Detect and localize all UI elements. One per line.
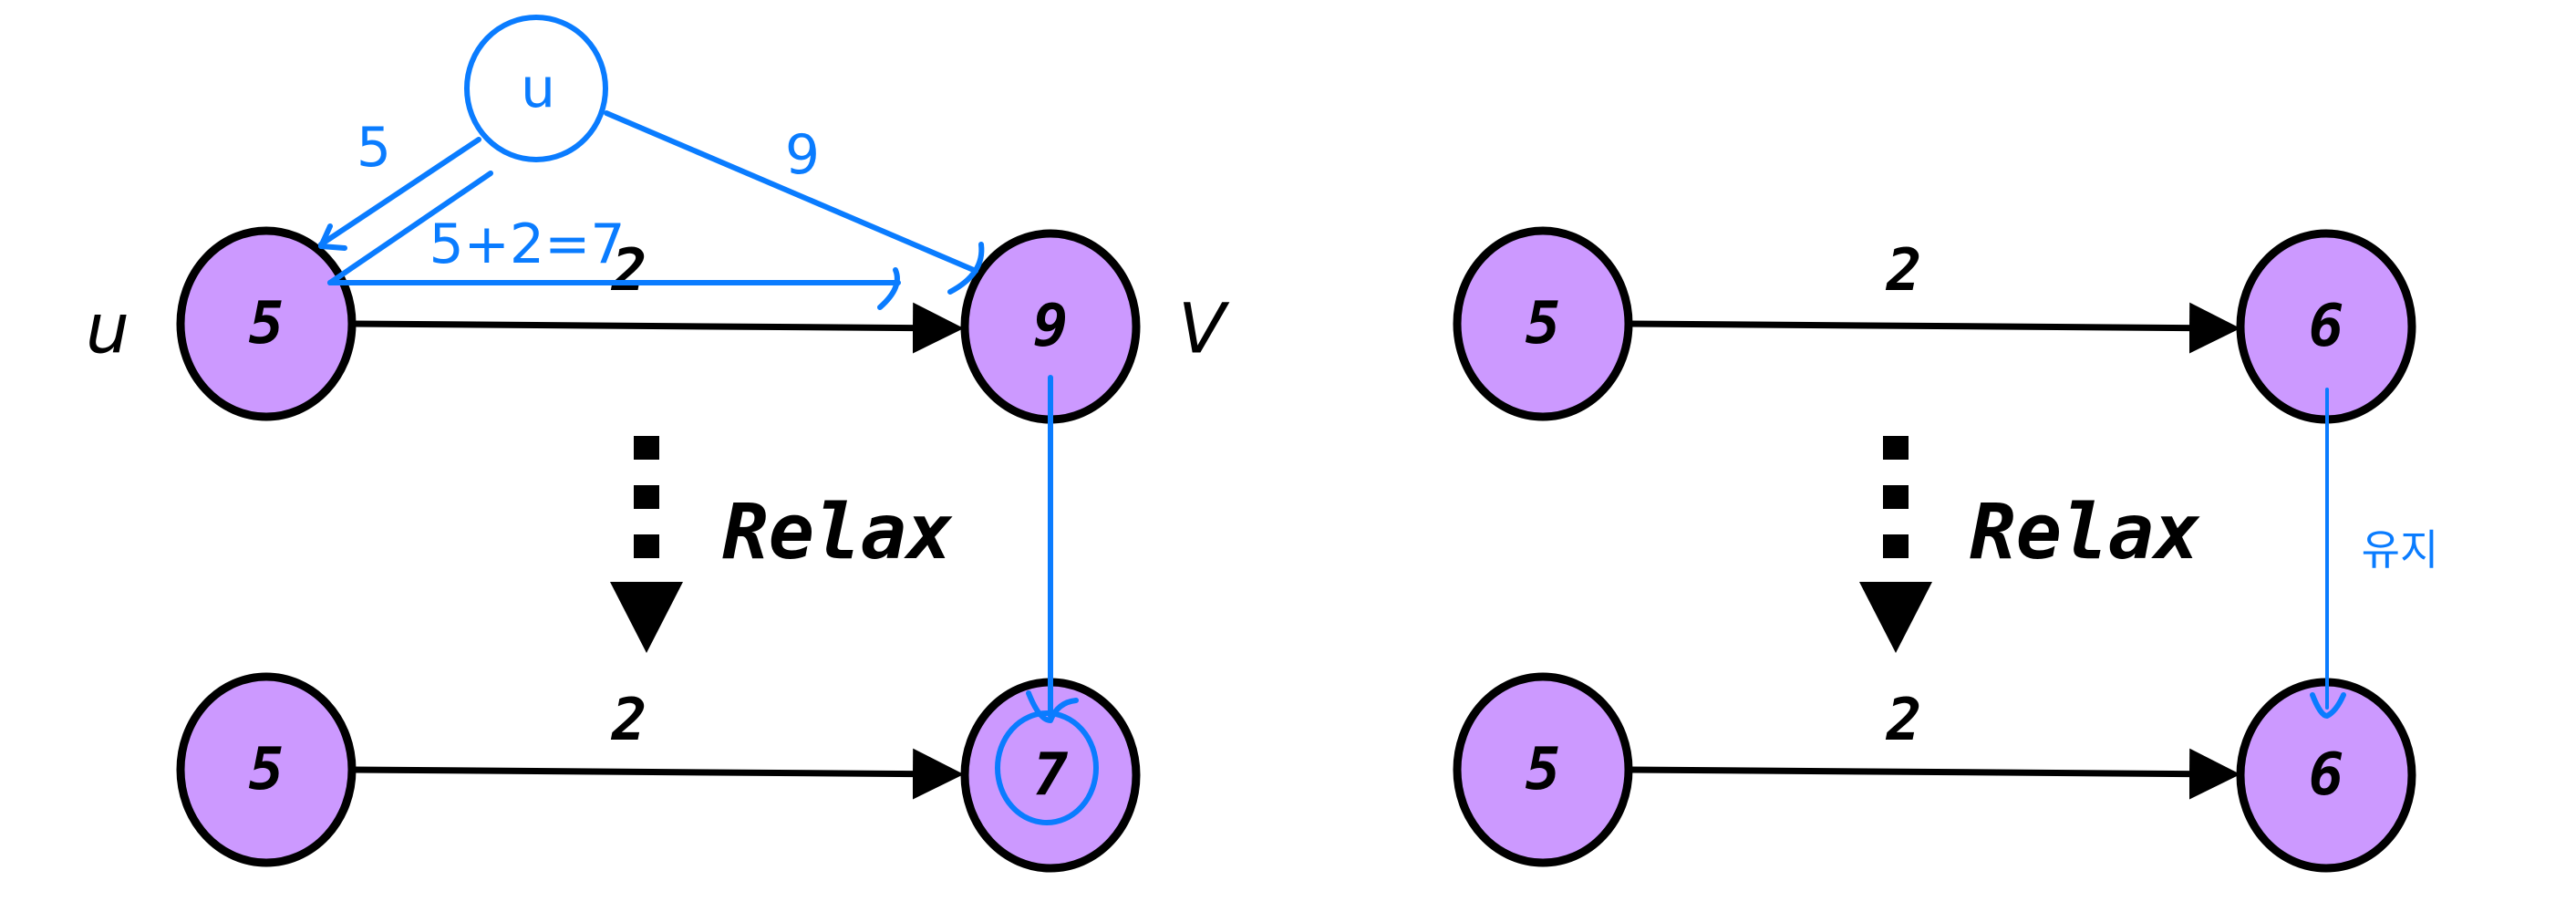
- keep-label: 유지: [2362, 525, 2439, 575]
- annotation: u 5 9 5+2=7: [318, 15, 1099, 825]
- weight-to-v: 9: [785, 123, 820, 187]
- node-u-after: [176, 672, 357, 867]
- node-u-before: [1453, 226, 1633, 421]
- right-panel: 2 2 5 6 5 6 Relax 유지: [1453, 226, 2439, 873]
- source-label: u: [521, 57, 555, 120]
- annotation: 유지: [2310, 388, 2439, 719]
- relax-arrow: [1859, 436, 1932, 653]
- edge-weight-after: 2: [611, 687, 647, 754]
- source-node-annotation: [464, 15, 608, 162]
- node-u-before: [176, 226, 357, 421]
- node-v-before-value: 9: [1033, 293, 1069, 360]
- weight-to-u: 5: [357, 116, 391, 180]
- relax-label: Relax: [722, 487, 953, 576]
- edge-to-v-annotation: [604, 110, 978, 274]
- relax-label: Relax: [1970, 487, 2200, 576]
- updated-value-circle: [995, 710, 1099, 825]
- node-v-after-value: 6: [2309, 741, 2344, 809]
- node-v-after-value: 7: [1033, 741, 1069, 809]
- edge-after: [1629, 748, 2240, 800]
- vertex-u-label: u: [86, 288, 129, 369]
- node-u-before-value: 5: [1526, 290, 1561, 358]
- edge-weight-after: 2: [1886, 687, 1922, 754]
- relax-arrow: [610, 436, 683, 653]
- edge-to-u-annotation: [318, 137, 481, 247]
- path-annotation: [327, 171, 493, 285]
- node-u-before-value: 5: [249, 290, 284, 358]
- node-v-before-value: 6: [2309, 293, 2344, 360]
- edge-weight-before: 2: [1886, 237, 1922, 305]
- calculation: 5+2=7: [429, 212, 625, 276]
- edge-weight-before: 2: [611, 237, 647, 305]
- node-u-after: [1453, 672, 1633, 867]
- node-u-after-value: 5: [249, 736, 284, 803]
- edge-before: [1629, 302, 2240, 354]
- node-u-after-value: 5: [1526, 736, 1561, 803]
- edge-after: [353, 748, 964, 800]
- left-panel: 2 2 5 9 5 7 u V Relax u 5: [86, 15, 1230, 873]
- vertex-v-label: V: [1178, 288, 1230, 369]
- edge-before: [353, 302, 964, 354]
